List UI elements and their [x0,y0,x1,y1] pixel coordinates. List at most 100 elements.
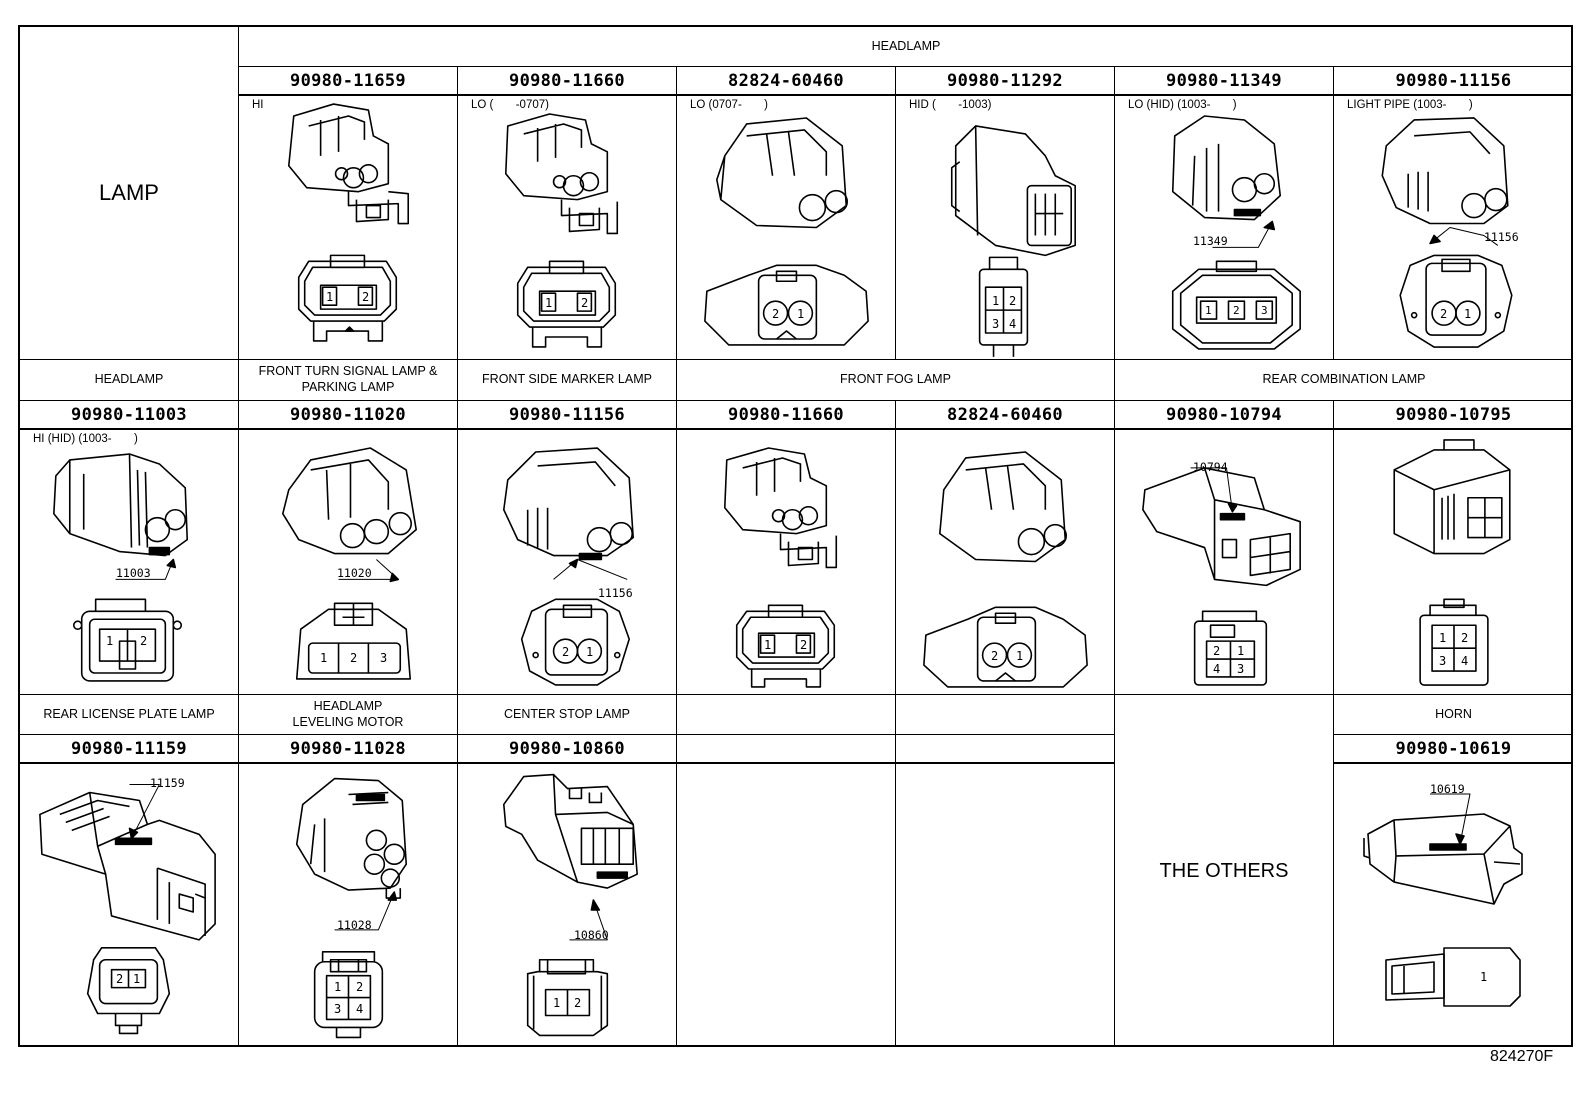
part-number: 90980-11156 [1334,67,1573,96]
category-headlamp-row2: HEADLAMP [20,360,239,401]
connector-cell: 10619 1 [1334,764,1573,1047]
pin-label: 1 [326,290,334,304]
pin-label: 1 [1016,649,1024,663]
category-front-fog: FRONT FOG LAMP [677,360,1115,401]
connector-illustration [287,103,410,342]
part-number: 90980-11156 [458,401,677,430]
category-headlamp-top: HEADLAMP [239,27,1573,67]
connector-cell: HI (HID) (1003- ) 11003 1 2 [20,430,239,695]
connector-callout: 10794 [1193,460,1228,474]
connector-illustration [1363,793,1523,1007]
pin-label: 4 [356,1002,364,1016]
pin-label: 1 [320,651,328,665]
part-number: 90980-11660 [677,401,896,430]
pin-label: 3 [1439,654,1447,668]
pin-label: 1 [1237,644,1245,658]
pin-label: 1 [797,307,805,321]
empty-part-number [677,735,896,764]
pin-label: 4 [1009,317,1017,331]
connector-note: LO (HID) (1003- ) [1128,99,1237,111]
connector-note: LO (0707- ) [690,99,768,111]
pin-label: 2 [116,972,124,986]
part-number: 90980-11159 [20,735,239,764]
connector-illustration [502,773,638,1037]
connector-cell: 1 2 3 4 [1334,430,1573,695]
connector-cell: HI 1 2 [239,96,458,360]
connector-cell: 11159 2 1 [20,764,239,1047]
part-number: 90980-10860 [458,735,677,764]
pin-label: 2 [1213,644,1221,658]
category-rear-license-plate: REAR LICENSE PLATE LAMP [20,695,239,735]
connector-callout: 11020 [337,566,372,580]
category-center-stop: CENTER STOP LAMP [458,695,677,735]
part-number: 90980-11028 [239,735,458,764]
pin-label: 2 [1461,631,1469,645]
connector-note: HI (HID) (1003- ) [33,433,138,445]
connector-cell: 11028 1 2 3 4 [239,764,458,1047]
connector-callout: 10619 [1430,782,1465,796]
connector-cell: LO ( -0707) 1 2 [458,96,677,360]
connector-illustration [1142,467,1301,686]
category-front-side-marker: FRONT SIDE MARKER LAMP [458,360,677,401]
connector-note: LO ( -0707) [471,99,549,111]
connector-cell: 11156 2 1 [458,430,677,695]
connector-illustration [504,113,619,348]
category-front-turn-signal: FRONT TURN SIGNAL LAMP & PARKING LAMP [239,360,458,401]
pin-label: 2 [1440,307,1448,321]
pin-label: 2 [350,651,358,665]
category-rear-combination: REAR COMBINATION LAMP [1115,360,1573,401]
pin-label: 1 [764,638,772,652]
pin-label: 2 [356,980,364,994]
pin-label: 1 [1464,307,1472,321]
connector-note: HID ( -1003) [909,99,992,111]
part-number: 82824-60460 [896,401,1115,430]
connector-cell: 1 2 [677,430,896,695]
connector-cell: 10794 2 1 4 3 [1115,430,1334,695]
connector-cell: LO (HID) (1003- ) 11349 1 2 3 [1115,96,1334,360]
pin-label: 3 [992,317,1000,331]
connector-illustration [1381,117,1513,348]
part-number: 82824-60460 [677,67,896,96]
category-horn: HORN [1334,695,1573,735]
connector-cell: 2 1 [896,430,1115,695]
pin-label: 4 [1213,662,1221,676]
connector-chart: LAMP HEADLAMP 90980-11659 90980-11660 82… [18,25,1573,1047]
pin-label: 1 [545,296,553,310]
pin-label: 2 [772,307,780,321]
part-number: 90980-10795 [1334,401,1573,430]
connector-note: LIGHT PIPE (1003- ) [1347,99,1473,111]
connector-illustration [723,447,838,688]
pin-label: 1 [1480,970,1488,984]
pin-label: 2 [574,996,582,1010]
connector-callout: 11156 [1484,230,1519,244]
connector-illustration [950,125,1076,357]
empty-cell [677,695,896,735]
part-number: 90980-11349 [1115,67,1334,96]
connector-illustration [704,117,869,346]
connector-illustration [282,447,417,680]
connector-illustration [295,777,408,1039]
pin-label: 1 [992,294,1000,308]
part-number: 90980-10619 [1334,735,1573,764]
pin-label: 2 [562,645,570,659]
connector-illustration [53,453,189,682]
connector-illustration [1171,115,1301,350]
connector-cell: LO (0707- ) 2 1 [677,96,896,360]
connector-cell: 10860 1 2 [458,764,677,1047]
pin-label: 4 [1461,654,1469,668]
connector-note: HI [252,99,264,111]
empty-cell [896,764,1115,1047]
connector-callout: 11003 [116,566,151,580]
pin-label: 1 [1439,631,1447,645]
part-number: 90980-11660 [458,67,677,96]
pin-label: 2 [1009,294,1017,308]
pin-label: 2 [800,638,808,652]
pin-label: 1 [133,972,141,986]
pin-label: 2 [140,634,148,648]
connector-cell: HID ( -1003) 1 2 3 4 [896,96,1115,360]
connector-callout: 11159 [150,776,185,790]
pin-label: 1 [1205,304,1212,317]
figure-code: 824270F [1490,1048,1554,1065]
pin-label: 1 [334,980,342,994]
pin-label: 1 [586,645,594,659]
